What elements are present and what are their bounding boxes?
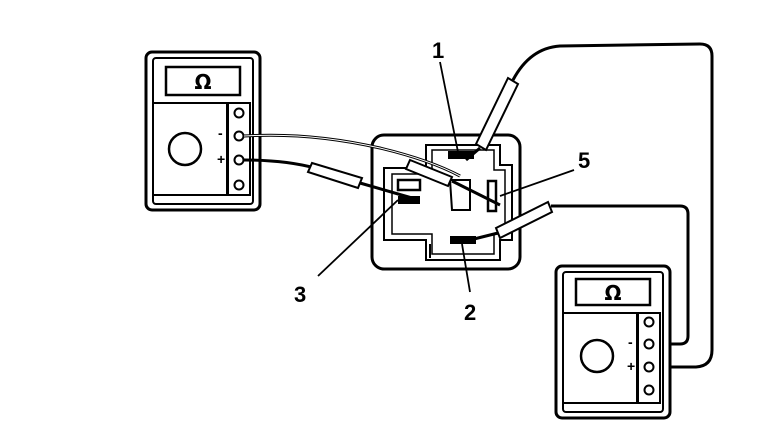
minus-label-right: - xyxy=(628,334,633,350)
plus-label-left: + xyxy=(217,151,225,167)
probe-right-top xyxy=(474,76,520,152)
relay-terminal-1 xyxy=(448,151,474,159)
callouts xyxy=(317,61,575,293)
leader-1 xyxy=(439,61,459,153)
probe-left-minus xyxy=(404,158,454,188)
dial-right xyxy=(579,338,615,374)
relay-terminal-3 xyxy=(396,178,422,192)
leader-5 xyxy=(499,169,575,197)
multimeter-left: Ω - + xyxy=(144,50,262,212)
relay-terminal-5 xyxy=(486,179,498,213)
jack-left-plus xyxy=(233,154,245,166)
jack-left-minus xyxy=(233,130,245,142)
jack-right-1 xyxy=(643,316,655,328)
label-terminal-3: 3 xyxy=(294,282,306,307)
meter-display-right xyxy=(574,277,652,307)
jack-right-plus xyxy=(643,361,655,373)
jack-left-1 xyxy=(233,107,245,119)
relay xyxy=(370,133,522,271)
ohm-symbol-right: Ω xyxy=(604,281,621,305)
dial-left xyxy=(167,131,203,167)
meter-display-left xyxy=(164,65,242,97)
label-terminal-1: 1 xyxy=(432,38,444,63)
label-terminal-2: 2 xyxy=(464,300,476,325)
label-terminal-5: 5 xyxy=(578,148,590,173)
probe-left-plus xyxy=(306,161,364,190)
multimeter-right: Ω - + xyxy=(554,264,672,420)
leader-3 xyxy=(317,199,399,277)
jack-right-4 xyxy=(643,384,655,396)
plus-label-right: + xyxy=(627,358,635,374)
test-leads xyxy=(243,42,714,369)
probe-right-bottom xyxy=(494,200,554,240)
jack-left-4 xyxy=(233,179,245,191)
leader-2 xyxy=(461,243,471,293)
jack-right-minus xyxy=(643,338,655,350)
minus-label-left: - xyxy=(218,125,223,141)
relay-terminal-2 xyxy=(450,236,476,244)
ohm-symbol-left: Ω xyxy=(194,70,211,94)
